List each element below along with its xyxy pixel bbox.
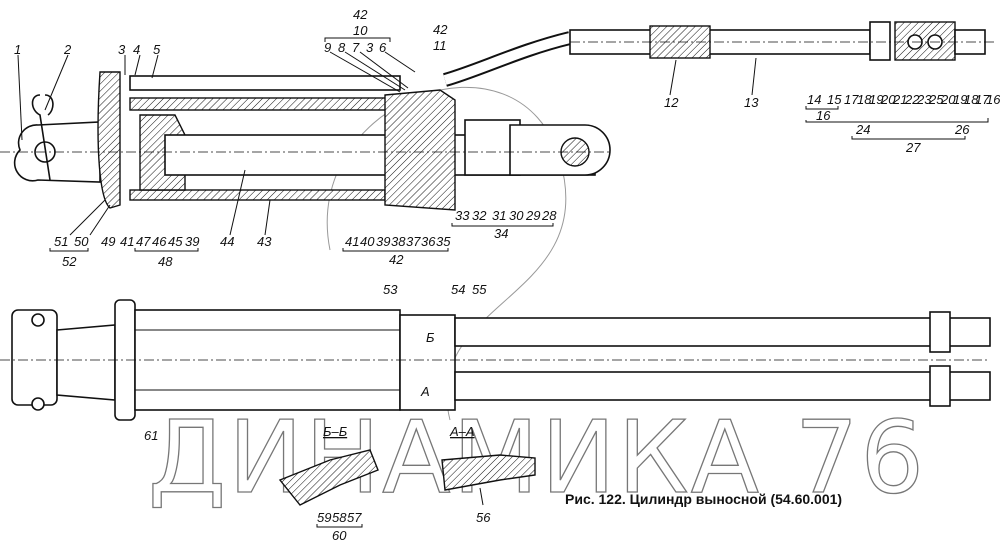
callout-label: 35 — [436, 234, 451, 249]
callout-label: 19 — [869, 92, 883, 107]
tube-upper — [129, 97, 401, 111]
callout-label: 50 — [74, 234, 89, 249]
callout-label: 34 — [494, 226, 508, 241]
callout-label: 60 — [332, 528, 347, 543]
callout-label: 53 — [383, 282, 398, 297]
callout-label: 33 — [455, 208, 470, 223]
callout-label: 47 — [136, 234, 151, 249]
callout-label: 40 — [360, 234, 375, 249]
callouts-mid: 51 50 49 41 47 46 45 39 44 43 41 40 39 3… — [54, 208, 557, 269]
cylinder-section-view — [0, 21, 995, 211]
callout-label: 12 — [664, 95, 679, 110]
callout-label: 1 — [14, 42, 21, 57]
callout-label: 30 — [509, 208, 524, 223]
callout-label: 25 — [928, 92, 944, 107]
callout-label: 17 — [844, 92, 859, 107]
callout-label: А–А — [449, 424, 475, 439]
watermark: ДИНАМИКА 76 — [148, 399, 926, 516]
front-cover-42 — [384, 89, 456, 211]
hose-lower — [454, 371, 991, 401]
callout-label: 7 — [352, 40, 360, 55]
callout-label: 51 — [54, 234, 68, 249]
rear-cover — [97, 71, 121, 209]
tube-43 — [129, 189, 386, 201]
callout-label: 43 — [257, 234, 272, 249]
callout-label: 11 — [433, 38, 447, 53]
callout-label: 17 — [975, 92, 990, 107]
callout-label: 8 — [338, 40, 346, 55]
callout-label: 52 — [62, 254, 77, 269]
callout-label: 15 — [827, 92, 842, 107]
callout-label: 20 — [940, 92, 956, 107]
callout-label: 10 — [353, 23, 368, 38]
callout-label: 21 — [892, 92, 907, 107]
callout-label: 3 — [118, 42, 126, 57]
callout-label: 18 — [857, 92, 872, 107]
figure-caption: Рис. 122. Цилиндр выносной (54.60.001) — [565, 491, 842, 507]
callout-label: 41 — [345, 234, 359, 249]
group-brackets — [49, 37, 989, 528]
callout-label: 44 — [220, 234, 234, 249]
callout-label: 19 — [953, 92, 967, 107]
callout-label: 20 — [880, 92, 896, 107]
callout-label: 24 — [855, 122, 870, 137]
callout-label: 56 — [476, 510, 491, 525]
callout-label: 59 — [317, 510, 331, 525]
callout-label: 32 — [472, 208, 487, 223]
callout-label: 58 — [332, 510, 347, 525]
callout-label: 49 — [101, 234, 115, 249]
callout-label: Б–Б — [323, 424, 348, 439]
hose-upper — [454, 317, 991, 347]
callouts-bottom: 53 54 55 61 Б А — [144, 282, 487, 443]
rod-clevis — [509, 124, 611, 176]
callout-label: 37 — [406, 234, 421, 249]
callout-label: 42 — [389, 252, 404, 267]
callout-label: 55 — [472, 282, 487, 297]
callout-label: 5 — [153, 42, 161, 57]
callout-label: 13 — [744, 95, 759, 110]
callout-label: 28 — [541, 208, 557, 223]
callout-label: 31 — [492, 208, 506, 223]
callout-label: 54 — [451, 282, 465, 297]
valve-body-27 — [894, 21, 956, 61]
callout-label: 48 — [158, 254, 173, 269]
callout-label: 22 — [904, 92, 920, 107]
callout-label: 42 — [353, 7, 368, 22]
callout-label: 14 — [807, 92, 821, 107]
callout-label: 16 — [816, 108, 831, 123]
callout-label: 36 — [421, 234, 436, 249]
callout-label: 4 — [133, 42, 140, 57]
section-aa: А–А 56 — [441, 424, 536, 525]
callout-label: 46 — [152, 234, 167, 249]
callout-label: 2 — [63, 42, 72, 57]
callout-label: Б — [426, 330, 435, 345]
callout-label: 41 — [120, 234, 134, 249]
callouts-top: 1 2 3 4 5 9 8 7 3 6 42 10 42 11 12 13 14… — [14, 7, 1000, 155]
callout-label: 6 — [379, 40, 387, 55]
callout-label: 61 — [144, 428, 158, 443]
front-cover-exterior — [399, 314, 456, 411]
tie-rod-5 — [129, 75, 401, 91]
cylinder-exterior-view — [0, 299, 991, 421]
callout-label: 38 — [391, 234, 406, 249]
callout-label: 18 — [964, 92, 979, 107]
section-bb: Б–Б 59 58 57 60 — [278, 424, 379, 543]
callout-label: 45 — [168, 234, 183, 249]
leader-lines — [17, 51, 757, 236]
callout-label: 26 — [954, 122, 970, 137]
callout-label: 16 — [986, 92, 1000, 107]
callout-label: 39 — [185, 234, 199, 249]
nut-14 — [869, 21, 891, 61]
callout-label: 23 — [916, 92, 932, 107]
cotter-pin-2 — [31, 94, 54, 181]
callout-label: 3 — [366, 40, 374, 55]
callout-label: 57 — [347, 510, 362, 525]
callout-label: 29 — [525, 208, 540, 223]
callout-label: 39 — [376, 234, 390, 249]
callout-label: А — [420, 384, 430, 399]
callout-label: 9 — [324, 40, 331, 55]
callout-label: 42 — [433, 22, 448, 37]
callout-label: 27 — [905, 140, 921, 155]
